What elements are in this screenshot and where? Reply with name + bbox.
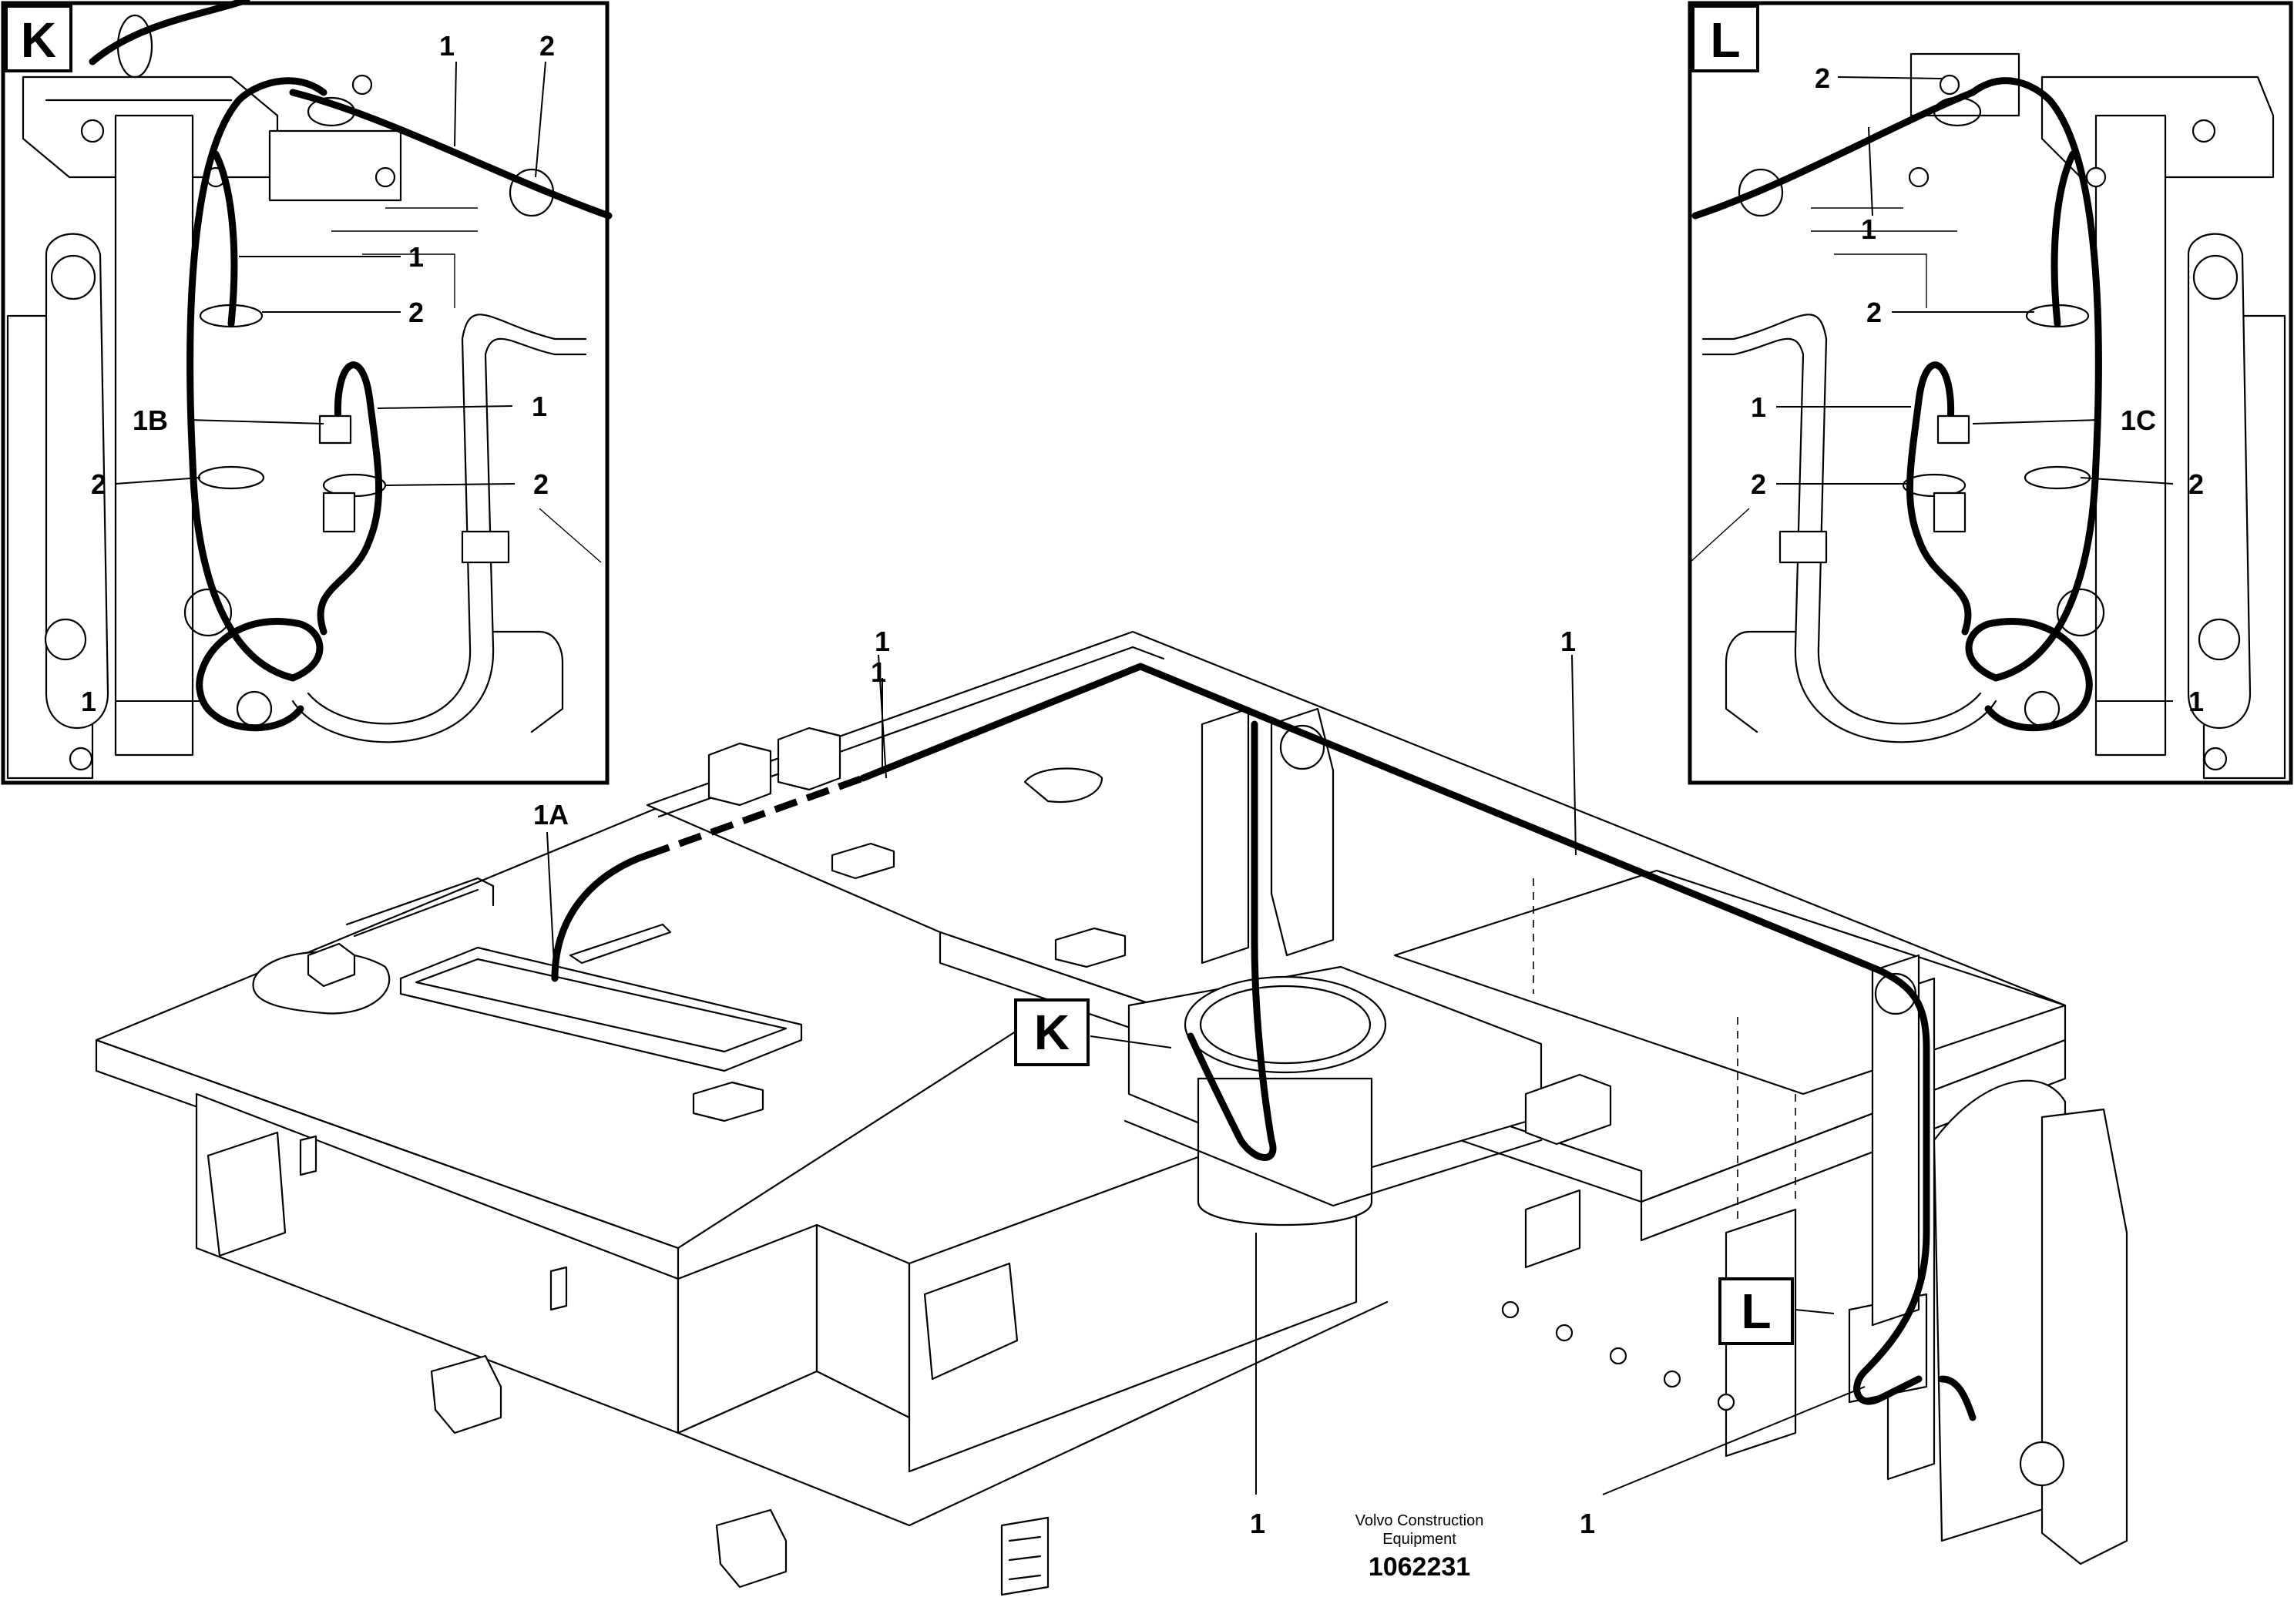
company-name-line2: Equipment bbox=[1382, 1531, 1456, 1548]
callout-l-5: 1C bbox=[2121, 404, 2156, 436]
callout-k-6: 1 bbox=[532, 391, 547, 422]
detail-view-l: L 2 1 2 1 1C 2 2 1 bbox=[1688, 1, 2293, 785]
callout-k-3: 1 bbox=[408, 241, 424, 273]
view-marker-l: L bbox=[1741, 1283, 1771, 1339]
callout-l-6: 2 bbox=[1751, 468, 1766, 500]
detail-view-k: K 1 2 1 2 1B 1 2 2 1 bbox=[1, 0, 613, 785]
callout-k-5: 1B bbox=[133, 404, 168, 436]
callout-k-7: 2 bbox=[91, 468, 106, 500]
callout-main-1a: 1A bbox=[533, 799, 569, 830]
callout-l-7: 2 bbox=[2188, 468, 2204, 500]
callout-main-3: 1 bbox=[871, 656, 886, 688]
callout-l-4: 1 bbox=[1751, 391, 1766, 423]
drawing-footer: Volvo Construction Equipment 1062231 bbox=[1355, 1512, 1484, 1582]
detail-letter-box-l bbox=[1691, 5, 1759, 72]
callout-l-2: 1 bbox=[1861, 213, 1876, 245]
drawing-number: 1062231 bbox=[1369, 1552, 1470, 1582]
view-marker-k: K bbox=[1034, 1005, 1070, 1060]
callout-main-2: 1 bbox=[1560, 626, 1576, 657]
detail-l-leaders bbox=[1776, 76, 2174, 702]
callout-main-1: 1 bbox=[875, 626, 890, 657]
company-name-line1: Volvo Construction bbox=[1355, 1512, 1484, 1529]
detail-k-leaders bbox=[115, 61, 546, 702]
detail-letter-box-k bbox=[5, 5, 72, 72]
callout-k-1: 1 bbox=[439, 30, 455, 62]
callout-l-3: 2 bbox=[1866, 297, 1882, 328]
detail-letter-l: L bbox=[1710, 12, 1740, 68]
detail-k-drawing bbox=[6, 0, 613, 780]
callout-main-5: 1 bbox=[1580, 1508, 1595, 1539]
callout-k-2: 2 bbox=[539, 30, 555, 62]
view-marker-box-k bbox=[1014, 998, 1090, 1066]
callout-main-4: 1 bbox=[1250, 1508, 1265, 1539]
callout-l-8: 1 bbox=[2188, 686, 2204, 717]
main-view: 1 1 1 1A 1 1 K L bbox=[95, 626, 2128, 1596]
detail-letter-k: K bbox=[21, 12, 56, 68]
main-leaders bbox=[546, 654, 1866, 1495]
callout-k-9: 1 bbox=[81, 686, 96, 717]
callout-l-1: 2 bbox=[1815, 62, 1830, 94]
main-drawing bbox=[95, 630, 2128, 1596]
callout-k-8: 2 bbox=[533, 468, 549, 500]
view-marker-box-l bbox=[1718, 1277, 1794, 1345]
callout-k-4: 2 bbox=[408, 297, 424, 328]
detail-l-drawing bbox=[1689, 52, 2286, 780]
